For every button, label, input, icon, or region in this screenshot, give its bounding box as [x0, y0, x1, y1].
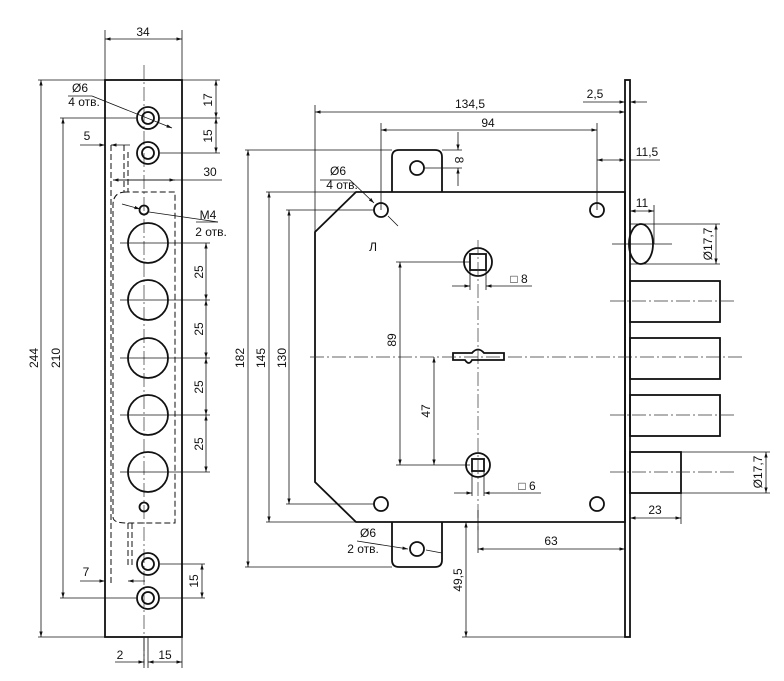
tab-hole: [409, 541, 425, 557]
dim-hole-spacing-bottom: 15: [187, 574, 201, 588]
key-slot: [452, 348, 505, 364]
dim-hole-spacing-h: 94: [481, 116, 495, 130]
body-hole: [589, 496, 605, 512]
note-mount-hole-dia: Ø6: [72, 81, 88, 95]
dim-key-to-spindle: 47: [419, 404, 433, 418]
dim-latch-protrusion: 11: [636, 196, 649, 210]
dim-faceplate-thickness: 2,5: [587, 87, 604, 101]
dim-bolt-protrusion: 23: [648, 503, 662, 517]
bolt-holes: [120, 222, 210, 493]
body-view: 134,5 94 8 2,5 11,5 11 Ø17,7 Ø17,7: [233, 79, 770, 638]
dim-latch-dia: Ø17,7: [701, 227, 715, 260]
dim-height-body: 145: [254, 348, 268, 368]
mount-hole: [136, 586, 160, 610]
threaded-hole: [138, 501, 150, 513]
mount-hole: [136, 106, 160, 130]
dim-pitch-1: 25: [192, 265, 206, 279]
mount-hole: [136, 141, 160, 165]
dim-inner-offset-bottom: 7: [83, 565, 90, 579]
dim-tab-height: 8: [452, 157, 466, 164]
note-mount-hole-count: 4 отв.: [68, 95, 100, 109]
note-thread-count: 2 отв.: [195, 225, 227, 239]
threaded-hole: [138, 204, 150, 216]
note-top-hole-dia: Ø6: [330, 164, 346, 178]
dim-bottom-offset: 49,5: [451, 568, 465, 592]
dim-height-holes: 130: [275, 348, 289, 368]
dim-inner-width: 30: [203, 165, 217, 179]
dim-height-outer: 182: [233, 348, 247, 368]
dim-bottom-right: 15: [158, 648, 172, 662]
dim-inner-offset-top: 5: [84, 129, 91, 143]
dim-bottom-left: 2: [117, 648, 124, 662]
note-thread-size: M4: [200, 208, 217, 222]
dim-pitch-3: 25: [192, 380, 206, 394]
faceplate-outline: [104, 79, 183, 638]
dim-backset: 63: [544, 534, 558, 548]
dim-total-length: 244: [27, 348, 41, 368]
dim-bolt-dia: Ø17,7: [751, 455, 765, 488]
dim-spindle-top-square: □ 8: [510, 272, 528, 286]
mount-hole: [136, 552, 160, 576]
body-hole: [373, 496, 389, 512]
dim-faceplate-width: 34: [136, 25, 150, 39]
bolt: [629, 337, 721, 380]
mount-tab-top: [391, 149, 443, 192]
dim-hole-spacing-top: 15: [201, 129, 215, 143]
dim-mount-hole-distance: 210: [49, 348, 63, 368]
dim-pitch-4: 25: [192, 437, 206, 451]
faceplate-view: 34 17 15 Ø6 4 отв. 5 30 M4 2 отв.: [27, 25, 227, 668]
dim-hole-top-offset: 17: [201, 93, 215, 107]
bolt: [629, 394, 721, 437]
dim-overall-depth: 134,5: [455, 97, 485, 111]
dim-spindle-bottom-square: □ 6: [518, 479, 536, 493]
bolt-short: [629, 451, 682, 494]
dim-spindle-distance: 89: [385, 333, 399, 347]
side-mark: Л: [369, 240, 377, 254]
tab-hole: [409, 160, 425, 176]
note-bottom-hole-dia: Ø6: [360, 526, 376, 540]
dim-cylinder-pitch: 25 25 25 25: [192, 243, 208, 472]
bolt: [629, 280, 721, 323]
mount-tab-bottom: [391, 522, 443, 568]
note-top-hole-count: 4 отв.: [326, 178, 358, 192]
dim-pitch-2: 25: [192, 322, 206, 336]
note-bottom-hole-count: 2 отв.: [347, 542, 379, 556]
dim-backset-margin: 11,5: [636, 145, 659, 159]
